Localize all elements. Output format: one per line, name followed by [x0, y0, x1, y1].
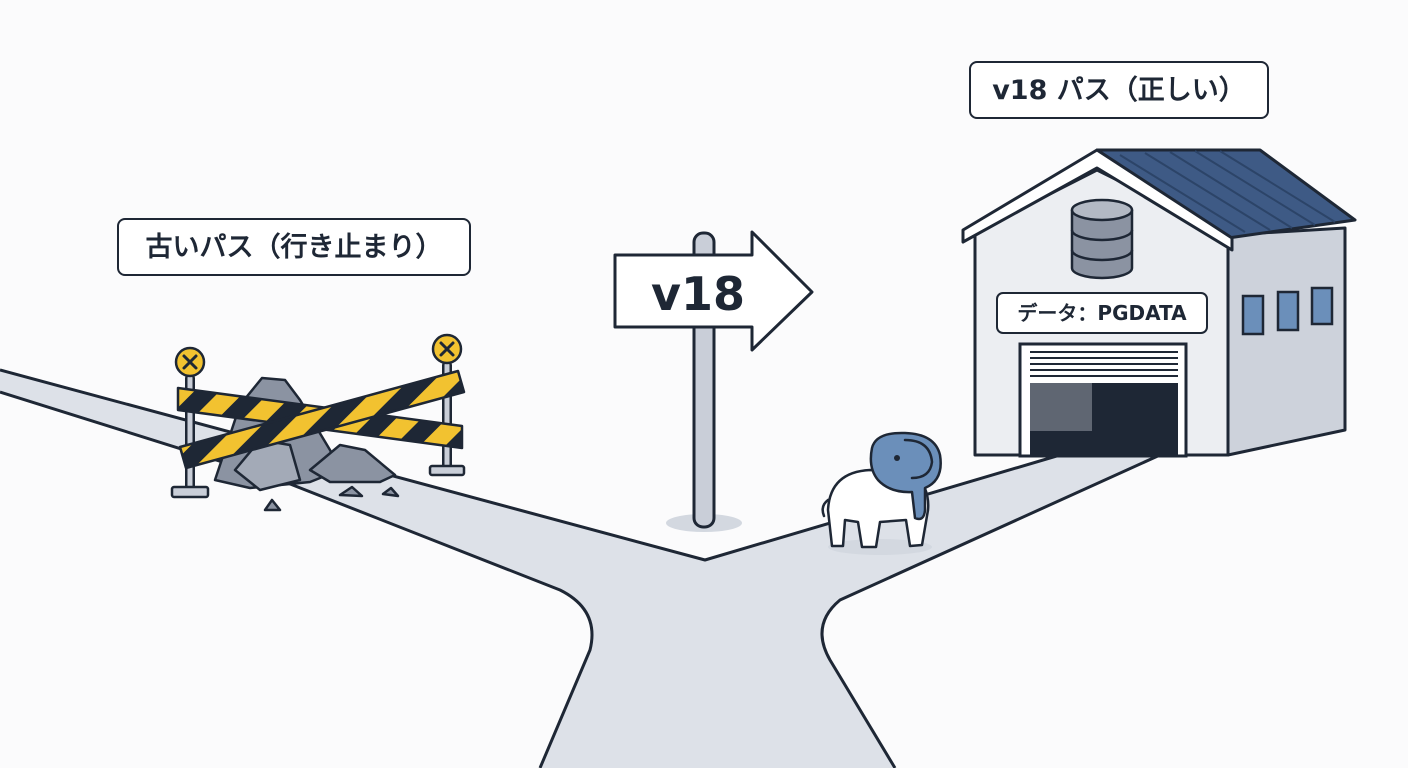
elephant-eye	[894, 455, 900, 461]
elephant-icon	[821, 431, 942, 555]
elephant-tail	[821, 498, 830, 518]
elephant-shadow	[828, 539, 932, 555]
pgdata-label: データ：PGDATA	[996, 292, 1208, 334]
barricade-tape-upper	[178, 369, 466, 470]
window	[1276, 290, 1300, 332]
sign-text: v18	[651, 267, 745, 321]
window	[1310, 286, 1334, 326]
roadblock-icon	[170, 333, 466, 512]
road-edge-right	[820, 453, 1161, 768]
new-path-label: v18 パス（正しい）	[969, 61, 1269, 119]
window	[1241, 294, 1265, 336]
building-roof-front	[961, 148, 1234, 252]
elephant-ear	[903, 438, 934, 480]
garage-door	[1018, 342, 1188, 458]
building-side-wall	[1226, 226, 1347, 457]
roof-panels	[1119, 150, 1336, 233]
sign-arrow-board	[613, 230, 814, 352]
database-icon	[1070, 198, 1134, 280]
elephant-head	[869, 431, 942, 521]
barricade-right-post	[428, 333, 466, 477]
road-edge-left-lower	[0, 390, 594, 768]
side-windows	[1241, 286, 1334, 336]
old-path-label: 古いパス（行き止まり）	[117, 218, 471, 276]
arrow-sign-icon: v18	[613, 230, 814, 532]
